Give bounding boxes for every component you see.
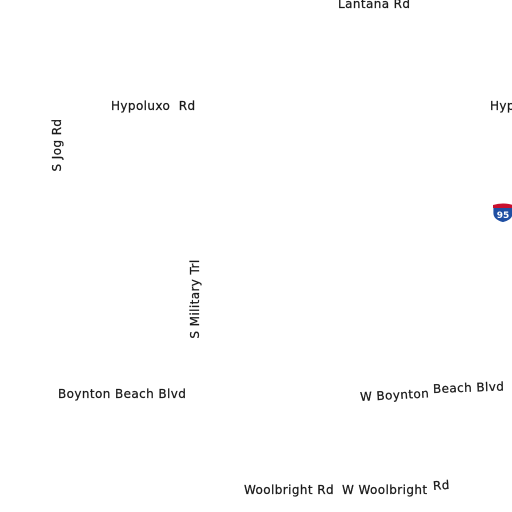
- road-label-hypoluxo-rd-east: Hyp: [490, 99, 512, 113]
- road-label-s-military-trl: S Military Trl: [188, 259, 202, 339]
- road-label-woolbright-rd: Woolbright Rd: [244, 483, 334, 497]
- road-label-w-woolbright-rd-part1: W Woolbright: [342, 483, 428, 497]
- road-label-lantana-rd: Lantana Rd: [338, 0, 411, 11]
- shield-route-number: 95: [497, 211, 510, 221]
- road-label-w-boynton-beach-blvd-part2: Beach Blvd: [432, 379, 505, 396]
- road-label-boynton-beach-blvd: Boynton Beach Blvd: [58, 387, 187, 401]
- road-label-s-jog-rd: S Jog Rd: [50, 118, 64, 172]
- shield-top-band: [493, 203, 512, 208]
- road-label-w-boynton-beach-blvd-part1: W Boynton: [359, 386, 430, 404]
- road-label-hypoluxo-rd: Hypoluxo Rd: [111, 99, 196, 113]
- interstate-95-shield-icon: 95: [492, 203, 512, 223]
- road-label-w-woolbright-rd-part2: Rd: [432, 477, 451, 493]
